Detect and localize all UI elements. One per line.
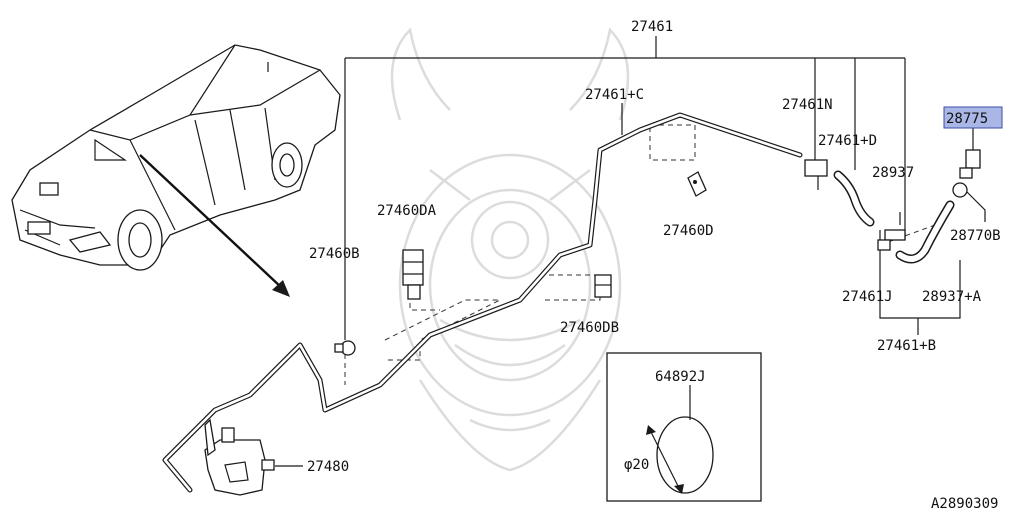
- washer-pipe: [162, 112, 803, 493]
- label-27480: 27480: [307, 459, 349, 475]
- clip-27460da: [402, 249, 424, 300]
- check-valve-27461n: [804, 159, 828, 190]
- label-27460d: 27460D: [663, 223, 714, 239]
- grommet-27460b: [334, 340, 356, 356]
- label-27461n: 27461N: [782, 97, 833, 113]
- clip-27460d: [687, 171, 707, 197]
- rubber-hoses: [833, 170, 955, 264]
- washer-tank: [204, 418, 275, 496]
- washer-nozzle-28775: [952, 149, 981, 198]
- connector-28937: [877, 229, 906, 251]
- label-28770b: 28770B: [950, 228, 1001, 244]
- direction-arrow: [139, 154, 290, 297]
- label-diameter: φ20: [624, 457, 649, 473]
- label-28775: 28775: [946, 111, 988, 127]
- label-27461j: 27461J: [842, 289, 893, 305]
- label-27460db: 27460DB: [560, 320, 619, 336]
- label-27461-c: 27461+C: [585, 87, 644, 103]
- label-28937: 28937: [872, 165, 914, 181]
- clip-27460db: [594, 274, 612, 298]
- label-27460b: 27460B: [309, 246, 360, 262]
- part-labels: 27461 27461+C 27461N 27461+D 28937 28775…: [307, 19, 1003, 512]
- highlighted-part-28775: 28775: [943, 106, 1003, 129]
- label-27461-d: 27461+D: [818, 133, 877, 149]
- label-27461-b: 27461+B: [877, 338, 936, 354]
- label-27460da: 27460DA: [377, 203, 437, 219]
- label-28937-a: 28937+A: [922, 289, 982, 305]
- car-illustration: [11, 44, 341, 271]
- label-64892j: 64892J: [655, 369, 706, 385]
- label-27461: 27461: [631, 19, 673, 35]
- watermark-emblem: [390, 27, 630, 472]
- leader-lines: [275, 36, 986, 467]
- figure-code: A2890309: [931, 496, 998, 511]
- cap-inset: [606, 352, 762, 502]
